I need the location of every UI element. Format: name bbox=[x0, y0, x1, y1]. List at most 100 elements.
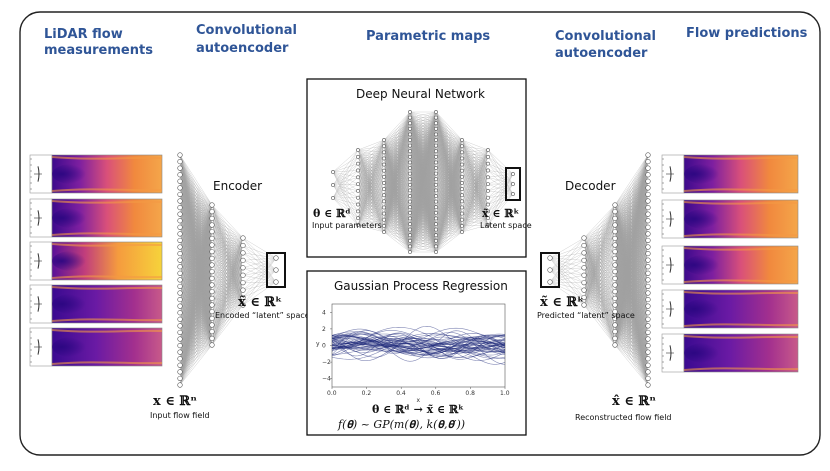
encoder-node bbox=[210, 269, 215, 274]
decoder-latent-label: Predicted “latent” space bbox=[537, 311, 635, 320]
decoder-node bbox=[646, 271, 651, 276]
dnn-node bbox=[434, 155, 437, 158]
dnn-node bbox=[382, 138, 385, 141]
header-flow-predictions: Flow predictions bbox=[686, 26, 808, 41]
dnn-node bbox=[382, 200, 385, 203]
decoder-node bbox=[613, 236, 618, 241]
dnn-node bbox=[486, 162, 489, 165]
encoder-input-math: 𝐱 ∈ ℝⁿ bbox=[153, 394, 197, 409]
decoder-node bbox=[613, 256, 618, 261]
lidar-map-3 bbox=[30, 285, 162, 323]
encoder-node bbox=[210, 296, 215, 301]
encoder-node bbox=[178, 172, 183, 177]
encoder-node bbox=[178, 324, 183, 329]
lidar-map-core bbox=[52, 293, 100, 314]
encoder-node bbox=[178, 356, 183, 361]
decoder-node bbox=[646, 245, 651, 250]
decoder-node bbox=[646, 258, 651, 263]
dnn-node bbox=[356, 162, 359, 165]
dnn-node bbox=[486, 176, 489, 179]
encoder-node bbox=[210, 343, 215, 348]
prediction-map-1 bbox=[662, 200, 798, 238]
gpr-xtick-label: 0.4 bbox=[396, 390, 406, 397]
encoder-node bbox=[178, 284, 183, 289]
dnn-node bbox=[331, 183, 334, 186]
encoder-node bbox=[210, 209, 215, 214]
prediction-map-core bbox=[684, 342, 734, 363]
dnn-node bbox=[408, 189, 411, 192]
dnn-node bbox=[408, 133, 411, 136]
dnn-node bbox=[511, 192, 514, 195]
header-conv-right-line1: Convolutional bbox=[555, 29, 656, 44]
decoder-node bbox=[646, 383, 651, 388]
dnn-node bbox=[356, 217, 359, 220]
dnn-node bbox=[331, 196, 334, 199]
dnn-node bbox=[434, 116, 437, 119]
encoder-node bbox=[210, 203, 215, 208]
decoder-node bbox=[646, 172, 651, 177]
dnn-node bbox=[408, 217, 411, 220]
encoder-node bbox=[178, 278, 183, 283]
prediction-map-4 bbox=[662, 334, 798, 372]
gpr-ytick-label: 0 bbox=[322, 343, 326, 350]
dnn-node bbox=[408, 155, 411, 158]
encoder-node bbox=[178, 199, 183, 204]
decoder-node bbox=[646, 291, 651, 296]
dnn-node bbox=[356, 203, 359, 206]
decoder-node bbox=[646, 330, 651, 335]
dnn-node bbox=[408, 211, 411, 214]
encoder-node bbox=[210, 216, 215, 221]
dnn-node bbox=[486, 155, 489, 158]
header-parametric: Parametric maps bbox=[366, 29, 490, 44]
dnn-node bbox=[434, 161, 437, 164]
encoder-node bbox=[178, 153, 183, 158]
decoder-node bbox=[646, 324, 651, 329]
decoder-node bbox=[646, 264, 651, 269]
decoder-node bbox=[613, 289, 618, 294]
dnn-node bbox=[460, 157, 463, 160]
dnn-node bbox=[486, 148, 489, 151]
decoder-title: Decoder bbox=[565, 179, 616, 193]
decoder-node bbox=[646, 376, 651, 381]
dnn-node bbox=[434, 228, 437, 231]
encoder-node bbox=[178, 383, 183, 388]
decoder-node bbox=[548, 256, 553, 261]
dnn-node bbox=[382, 194, 385, 197]
encoder-node bbox=[210, 329, 215, 334]
decoder-node bbox=[613, 209, 618, 214]
dnn-node bbox=[434, 206, 437, 209]
dnn-output-label: Latent space bbox=[480, 221, 532, 230]
decoder-node bbox=[582, 236, 587, 241]
dnn-node bbox=[434, 166, 437, 169]
encoder-node bbox=[178, 205, 183, 210]
encoder-edge bbox=[243, 245, 276, 258]
encoder-node bbox=[241, 288, 246, 293]
dnn-node bbox=[382, 218, 385, 221]
dnn-node bbox=[486, 203, 489, 206]
dnn-node bbox=[486, 182, 489, 185]
decoder-edge bbox=[550, 238, 584, 258]
dnn-node bbox=[434, 217, 437, 220]
dnn-node bbox=[460, 181, 463, 184]
dnn-node bbox=[356, 196, 359, 199]
encoder-node bbox=[178, 291, 183, 296]
decoder-node bbox=[646, 310, 651, 315]
decoder-node bbox=[646, 225, 651, 230]
dnn-node bbox=[408, 127, 411, 130]
dnn-node bbox=[408, 194, 411, 197]
dnn-node bbox=[382, 230, 385, 233]
encoder-node bbox=[178, 304, 183, 309]
encoder-node bbox=[178, 192, 183, 197]
dnn-node bbox=[434, 189, 437, 192]
encoder-node bbox=[178, 337, 183, 342]
prediction-map-0 bbox=[662, 155, 798, 193]
decoder-node bbox=[646, 251, 651, 256]
encoder-node bbox=[178, 343, 183, 348]
encoder-latent-math: 𝐱̃ ∈ ℝᵏ bbox=[238, 295, 282, 310]
encoder-node bbox=[210, 309, 215, 314]
dnn-node bbox=[460, 187, 463, 190]
decoder-node bbox=[582, 258, 587, 263]
dnn-node bbox=[382, 187, 385, 190]
decoder-connections bbox=[615, 155, 648, 385]
encoder-node bbox=[210, 236, 215, 241]
